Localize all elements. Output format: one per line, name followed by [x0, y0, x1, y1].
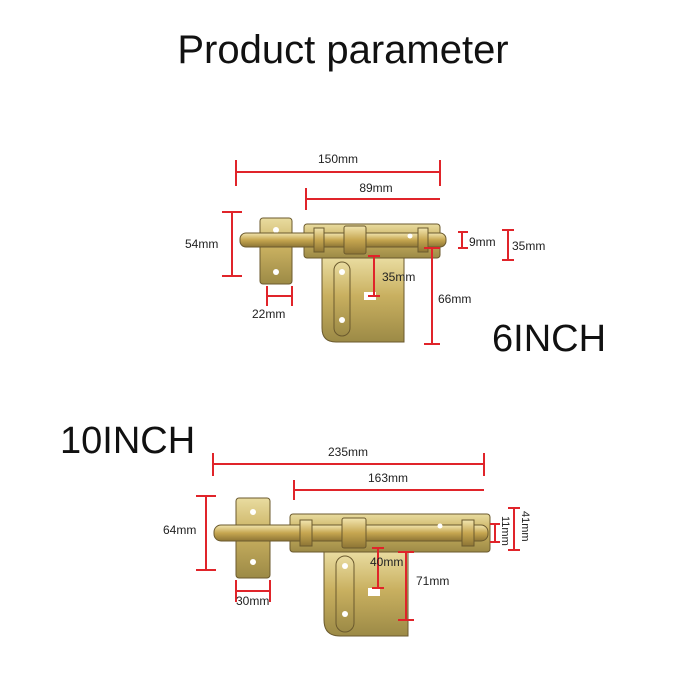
dim-label-body-length: 163mm	[368, 471, 408, 485]
dim-label-height: 64mm	[163, 523, 196, 537]
dim-label-total-length: 150mm	[318, 152, 358, 166]
screw-hole	[339, 269, 345, 275]
hasp-handle	[335, 555, 355, 633]
dim-line-keeper-width	[235, 580, 271, 602]
dim-line-bolt-dia	[458, 231, 468, 249]
latch-6inch	[239, 217, 447, 343]
dim-label-height: 54mm	[185, 237, 218, 251]
dim-label-body-height: 35mm	[512, 239, 545, 253]
dim-line-hasp-length	[424, 247, 440, 345]
dim-label-handle-drop: 35mm	[382, 270, 415, 284]
latch-10inch	[213, 497, 491, 637]
dim-label-handle-drop: 40mm	[370, 555, 403, 569]
bolt-ring	[461, 519, 475, 547]
size-label-6inch: 6INCH	[492, 318, 607, 360]
dim-line-hasp-length	[398, 551, 414, 621]
bolt-ring	[313, 227, 325, 253]
dim-line-handle-drop	[368, 255, 380, 297]
dim-line-keeper-width	[266, 286, 293, 306]
page-title: Product parameter	[177, 28, 509, 72]
dim-line-body-length	[305, 188, 440, 210]
dim-line-height	[222, 211, 242, 277]
screw-hole	[273, 227, 279, 233]
bolt-rod	[239, 232, 447, 248]
screw-hole	[342, 563, 348, 569]
dim-line-body-height	[508, 507, 520, 551]
dim-line-body-height	[502, 229, 514, 261]
dim-line-total-length	[212, 453, 485, 476]
dim-label-hasp-length: 66mm	[438, 292, 471, 306]
dim-line-body-length	[293, 480, 484, 500]
hasp-slot	[368, 588, 380, 596]
screw-hole	[437, 523, 443, 529]
dim-label-bolt-dia: 11mm	[499, 516, 511, 546]
dim-line-height	[196, 495, 216, 571]
size-label-10inch: 10INCH	[60, 420, 196, 462]
dimensions-10inch: 235mm 163mm 64mm 11mm 41mm 40mm 30mm 71m…	[163, 445, 531, 621]
screw-hole	[407, 233, 413, 239]
dim-label-body-length: 89mm	[359, 181, 392, 195]
bolt-knob	[343, 225, 367, 255]
screw-hole	[250, 509, 256, 515]
dim-label-keeper-width: 30mm	[236, 594, 269, 608]
dimensions-6inch: 150mm 89mm 54mm 9mm 35mm 35mm 22mm 66mm	[185, 152, 545, 345]
screw-hole	[339, 317, 345, 323]
dim-line-handle-drop	[372, 547, 384, 589]
dim-line-bolt-dia	[490, 523, 500, 543]
bolt-ring	[417, 227, 429, 253]
dim-label-keeper-width: 22mm	[252, 307, 285, 321]
dim-label-body-height: 41mm	[519, 511, 531, 542]
screw-hole	[342, 611, 348, 617]
dim-line-total-length	[235, 160, 441, 186]
screw-hole	[250, 559, 256, 565]
hasp-handle	[333, 261, 351, 337]
bolt-ring	[299, 519, 313, 547]
dim-label-total-length: 235mm	[328, 445, 368, 459]
bolt-knob	[341, 517, 367, 549]
screw-hole	[273, 269, 279, 275]
dim-label-hasp-length: 71mm	[416, 574, 449, 588]
dim-label-bolt-dia: 9mm	[469, 235, 496, 249]
